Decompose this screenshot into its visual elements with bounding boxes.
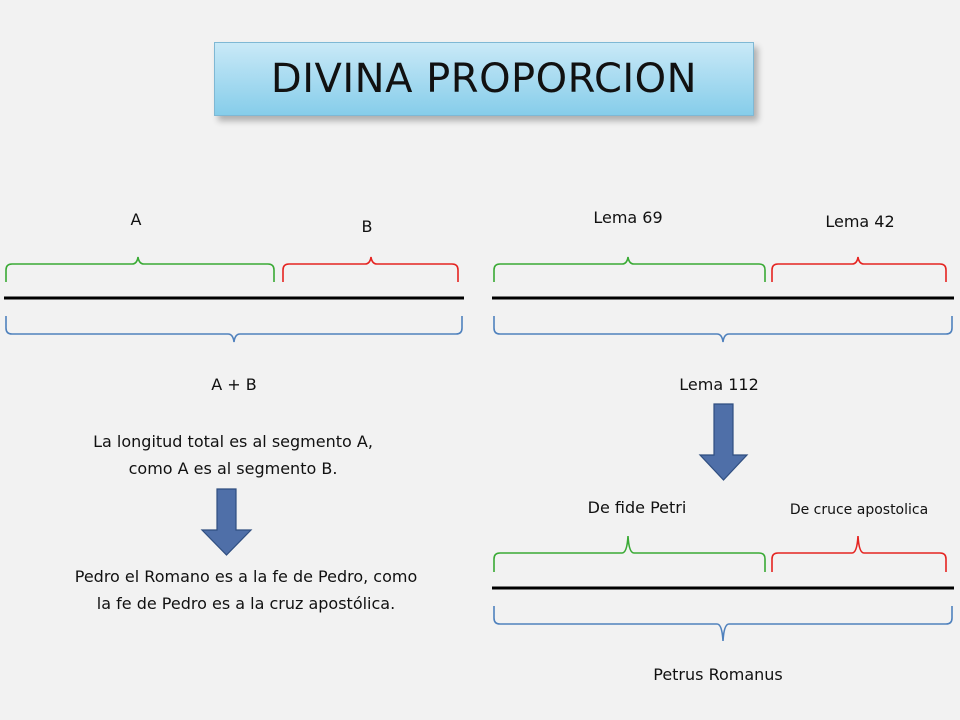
proportion-conclusion: Pedro el Romano es a la fe de Pedro, com… <box>75 563 418 617</box>
brace-lema-42 <box>771 256 947 282</box>
label-petrus-romanus: Petrus Romanus <box>653 665 783 684</box>
brace-lema-112 <box>493 316 953 343</box>
brace-de-cruce <box>771 535 947 572</box>
brace-segment-b <box>282 256 459 282</box>
down-arrow-icon <box>698 403 749 481</box>
diagram-title: DIVINA PROPORCION <box>270 56 698 102</box>
label-lema-112: Lema 112 <box>679 375 759 394</box>
brace-segment-a <box>5 256 275 282</box>
label-a-plus-b: A + B <box>211 375 257 394</box>
label-lema-69: Lema 69 <box>593 208 663 227</box>
brace-petrus-romanus <box>493 606 953 642</box>
label-lema-42: Lema 42 <box>825 212 895 231</box>
proportion-statement: La longitud total es al segmento A, como… <box>93 428 373 482</box>
statement-line-1: La longitud total es al segmento A, <box>93 432 373 451</box>
conclusion-line-2: la fe de Pedro es a la cruz apostólica. <box>96 594 396 613</box>
brace-de-fide-petri <box>493 535 766 572</box>
conclusion-line-1: Pedro el Romano es a la fe de Pedro, com… <box>74 567 418 586</box>
label-b: B <box>361 217 373 236</box>
label-de-cruce-apostolica: De cruce apostolica <box>789 502 929 518</box>
brace-lema-69 <box>493 256 766 282</box>
label-de-fide-petri: De fide Petri <box>587 498 687 517</box>
label-a: A <box>130 210 142 229</box>
brace-total <box>5 316 463 343</box>
statement-line-2: como A es al segmento B. <box>128 459 338 478</box>
down-arrow-icon <box>200 488 253 556</box>
title-box: DIVINA PROPORCION <box>214 42 754 116</box>
